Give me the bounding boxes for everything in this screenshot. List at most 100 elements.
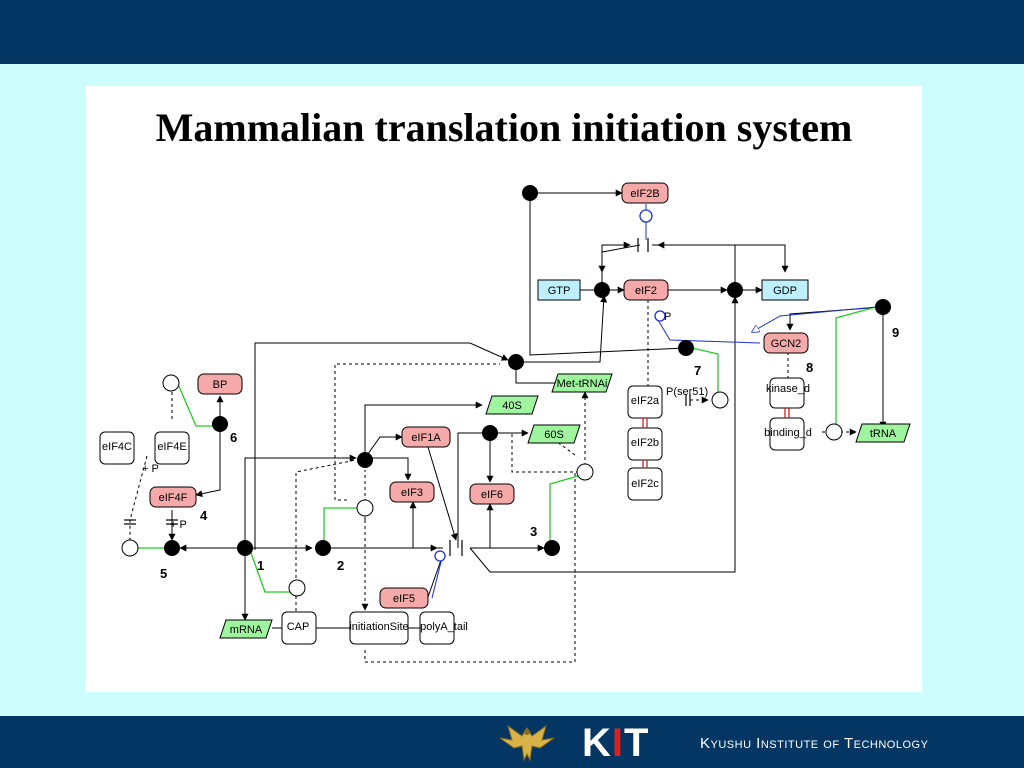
edge-central-to-right: [469, 296, 739, 573]
process-nodes: [164, 185, 891, 556]
reaction-number-6: 6: [230, 430, 237, 445]
assoc-node-eIF4c: [121, 539, 139, 557]
process-node-eIF2B: [522, 185, 538, 201]
edge-central-to-eIF3: [409, 501, 443, 549]
logo-letter-i: I: [611, 721, 625, 765]
label-eIF3: eIF3: [401, 487, 423, 499]
edge-eIF5-to-central: [427, 559, 442, 598]
process-node-3: [544, 540, 560, 556]
green-60S: [549, 475, 579, 545]
process-node-2: [315, 540, 331, 556]
species-eIF2b: [627, 427, 663, 461]
label-initiationSite: initiationSite: [349, 621, 408, 633]
protein-species: [149, 182, 809, 609]
catalysis-circle-eIF5: [434, 550, 446, 562]
label-eIF5: eIF5: [393, 593, 415, 605]
label-eIF2b: eIF2b: [631, 437, 659, 449]
reaction-edges: [155, 189, 887, 629]
label-plusP-2: + P: [170, 519, 187, 531]
edge-eIF1A-to-central: [427, 446, 458, 541]
species-eIF5: [379, 587, 429, 609]
dashed-big-loop: [334, 363, 500, 501]
modifier-labels: P P(ser51) + P + P: [142, 311, 708, 531]
edge-cycle-left: [601, 241, 631, 288]
rna-species: [219, 373, 911, 639]
assoc-node-bp: [162, 374, 180, 392]
catalysis-circle-P: [654, 310, 666, 322]
label-eIF2B: eIF2B: [630, 188, 659, 200]
process-node-eIF6: [482, 425, 498, 441]
edge-to-40S: [364, 401, 483, 458]
dashed-edges: [129, 300, 857, 663]
species-BP: [197, 373, 243, 395]
label-40S: 40S: [502, 400, 522, 412]
catalysis-circle-eIF2B: [639, 209, 653, 223]
edge-long-loop-to-node: [244, 454, 357, 550]
assoc-node-pser: [711, 391, 729, 409]
label-mRNA: mRNA: [230, 624, 263, 636]
species-labels: eIF2B eIF2 GCN2 eIF1A eIF3 eIF6 eIF5 BP …: [102, 188, 897, 636]
label-eIF1A: eIF1A: [411, 432, 441, 444]
label-eIF4E: eIF4E: [157, 441, 186, 453]
institution-name: Kyushu Institute of Technology: [700, 735, 929, 752]
reaction-number-7: 7: [694, 363, 701, 378]
process-node-7: [678, 340, 694, 356]
reaction-number-3: 3: [530, 524, 537, 539]
edge-top-node-down: [529, 193, 687, 356]
reaction-numbers: 1 2 3 4 5 6 7 8 9: [160, 325, 899, 581]
process-node-gtp: [594, 282, 610, 298]
dashed-eIF4-loop: [295, 459, 357, 578]
label-60S: 60S: [544, 429, 564, 441]
activation-edges: [137, 306, 877, 593]
species-eIF4C: [99, 431, 135, 465]
edge-to-eIF1A: [364, 433, 403, 459]
label-eIF2: eIF2: [635, 285, 657, 297]
species-eIF4F: [149, 486, 197, 508]
edge-long-top-loop: [254, 342, 509, 550]
species-eIF2B: [621, 182, 669, 204]
label-eIF2c: eIF2c: [631, 478, 659, 490]
species-kinase: [769, 377, 805, 409]
species-tRNA: [855, 423, 911, 443]
edge-central-to-eIF6: [470, 503, 494, 549]
label-P: P: [664, 311, 671, 323]
species-eIF2a: [627, 385, 663, 419]
complex-ties: [642, 408, 790, 468]
species-CAP: [281, 611, 317, 645]
process-node-met: [508, 354, 524, 370]
label-binding: binding_d: [764, 427, 812, 439]
reaction-number-4: 4: [200, 508, 208, 523]
reaction-number-5: 5: [160, 566, 167, 581]
edge-met-node-to-eIF2: [516, 295, 608, 363]
logo-letter-t: T: [624, 721, 650, 765]
species-GCN2: [763, 332, 809, 354]
green-node9: [835, 306, 877, 425]
edge-node6-to-eIF4F: [195, 423, 221, 498]
reaction-number-1: 1: [257, 558, 264, 573]
process-node-9: [875, 299, 891, 315]
process-node-eIF1A: [357, 452, 373, 468]
species-eIF4E: [154, 431, 190, 465]
transition-bars: [124, 238, 691, 556]
label-P-ser51: P(ser51): [666, 386, 708, 398]
label-kinase: kinase_d: [766, 383, 810, 395]
species-binding: [769, 417, 805, 451]
complex-species: [99, 377, 805, 645]
header-bar: [0, 0, 1024, 64]
species-eIF6: [469, 483, 515, 505]
kit-logo: KIT: [582, 722, 649, 764]
catalysis-edges: [431, 204, 877, 599]
species-GDP: [761, 279, 809, 301]
blue-eIF5: [431, 557, 443, 599]
catalysis-circles: [434, 209, 666, 562]
label-GCN2: GCN2: [771, 338, 802, 350]
assoc-node-binding: [825, 423, 843, 441]
label-eIF6: eIF6: [481, 489, 503, 501]
label-GDP: GDP: [773, 285, 797, 297]
label-tRNA: tRNA: [870, 428, 897, 440]
reaction-number-2: 2: [337, 558, 344, 573]
species-mRNA: [219, 619, 273, 639]
assoc-node-60S: [576, 463, 594, 481]
edge-cycle-split-right: [652, 244, 789, 273]
